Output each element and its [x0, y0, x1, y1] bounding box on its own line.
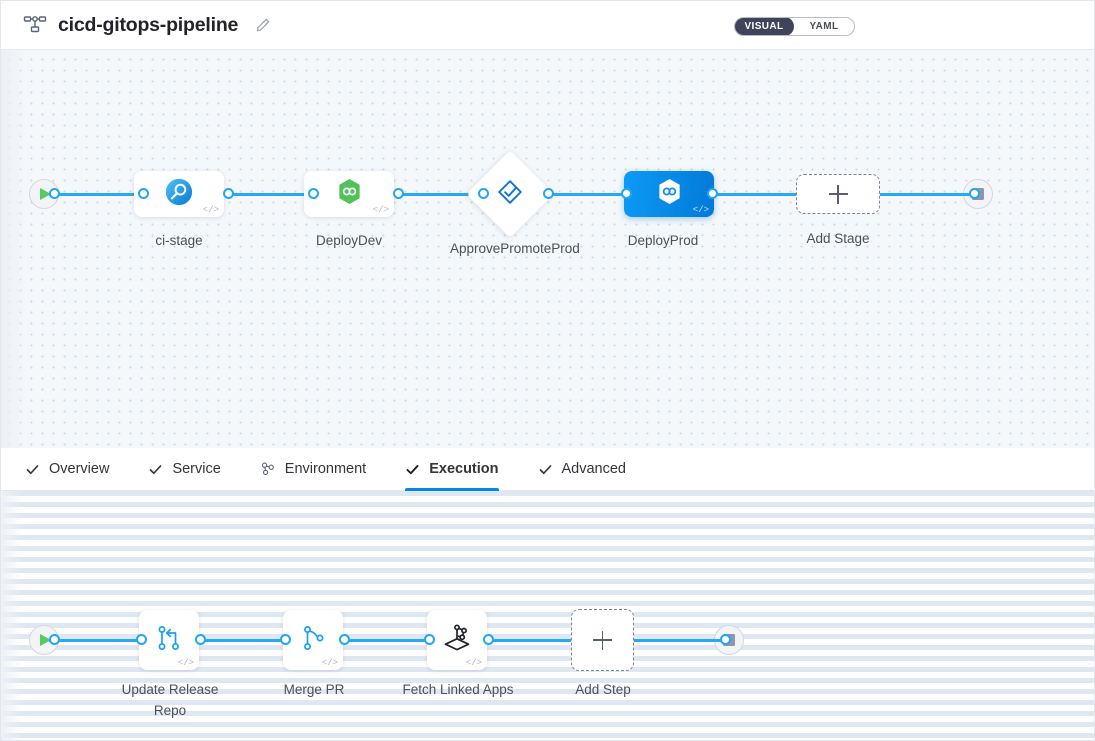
page-header: cicd-gitops-pipeline VISUAL YAML [1, 1, 1094, 50]
tab-label: Environment [284, 461, 367, 477]
fetch-linked-apps-icon [439, 620, 475, 661]
code-badge: </> [465, 658, 482, 668]
header-left-group: cicd-gitops-pipeline [1, 13, 271, 37]
check-icon [405, 462, 420, 477]
port-exec-start-out[interactable] [49, 634, 60, 645]
code-badge: </> [202, 205, 219, 215]
add-step-button[interactable] [571, 609, 634, 671]
port-fetch-linked-apps-in[interactable] [424, 634, 435, 645]
port-approve-out[interactable] [543, 188, 554, 199]
edge-deployprod-to-addstage [705, 193, 805, 196]
plus-icon [593, 630, 612, 650]
code-badge: </> [372, 205, 389, 215]
check-icon [25, 462, 40, 477]
edge-merge-pr-to-fetch-linked-apps [342, 639, 440, 642]
execution-steps-canvas[interactable]: </> Update Release Repo </> Merge PR [1, 491, 1094, 740]
pencil-edit-icon[interactable] [249, 17, 271, 33]
edge-ci-stage-to-deploydev [226, 193, 324, 196]
code-badge: </> [177, 658, 194, 668]
port-fetch-linked-apps-out[interactable] [483, 634, 494, 645]
add-stage-button[interactable] [796, 174, 880, 214]
play-icon [40, 188, 51, 200]
stage-graph-canvas[interactable]: </> ci-stage </> DeployDev [1, 50, 1094, 448]
port-end-in[interactable] [969, 188, 980, 199]
gitops-hexagon-icon [335, 177, 364, 211]
code-badge: </> [321, 658, 338, 668]
tab-label: Overview [49, 461, 110, 477]
tab-service[interactable]: Service [148, 448, 221, 491]
stage-label-approvepromoteprod: ApprovePromoteProd [450, 241, 580, 256]
edge-deploydev-to-approve [391, 193, 481, 196]
stage-label-ci-stage: ci-stage [155, 233, 203, 248]
step-label-merge-pr: Merge PR [283, 682, 345, 697]
harness-ci-icon [164, 177, 194, 212]
stage-config-tabs: Overview Service Environment [1, 448, 1094, 491]
gitops-hexagon-icon [655, 177, 684, 211]
port-deploydev-out[interactable] [393, 188, 404, 199]
port-ci-stage-out[interactable] [223, 188, 234, 199]
edge-start-to-ci-stage [49, 193, 147, 196]
add-step-label: Add Step [575, 682, 631, 697]
port-update-release-repo-out[interactable] [195, 634, 206, 645]
port-deployprod-out[interactable] [707, 188, 718, 199]
mode-option-yaml[interactable]: YAML [809, 21, 839, 32]
step-node-update-release-repo[interactable]: </> [139, 610, 199, 670]
edge-start-to-update-release-repo [49, 639, 147, 642]
stage-node-approvepromoteprod[interactable] [466, 150, 554, 238]
tab-advanced[interactable]: Advanced [538, 448, 627, 491]
code-badge: </> [692, 205, 709, 215]
edge-approve-to-deployprod [541, 193, 631, 196]
view-mode-toggle[interactable]: VISUAL YAML [734, 17, 855, 36]
update-release-repo-icon [152, 621, 186, 660]
mode-option-visual[interactable]: VISUAL [735, 18, 794, 35]
edge-addstep-to-end [630, 639, 726, 642]
check-icon [148, 462, 163, 477]
port-deploydev-in[interactable] [308, 188, 319, 199]
page-title: cicd-gitops-pipeline [58, 13, 239, 36]
stage-label-deploydev: DeployDev [315, 233, 383, 248]
stage-node-deploydev[interactable]: </> [304, 171, 394, 217]
stage-node-deployprod[interactable]: </> [624, 171, 714, 217]
stage-node-ci-stage[interactable]: </> [134, 171, 224, 217]
step-node-fetch-linked-apps[interactable]: </> [427, 610, 487, 670]
port-deployprod-in[interactable] [621, 188, 632, 199]
port-merge-pr-in[interactable] [280, 634, 291, 645]
pipeline-hierarchy-icon [23, 13, 47, 37]
port-approve-in[interactable] [478, 188, 489, 199]
port-exec-end-in[interactable] [720, 634, 731, 645]
approval-diamond-check-icon [495, 177, 525, 212]
tab-execution[interactable]: Execution [405, 448, 499, 491]
stage-label-deployprod: DeployProd [627, 233, 699, 248]
tab-label: Execution [429, 461, 499, 477]
check-icon [538, 462, 553, 477]
add-stage-label: Add Stage [806, 231, 870, 246]
port-update-release-repo-in[interactable] [136, 634, 147, 645]
port-ci-stage-in[interactable] [138, 188, 149, 199]
edge-update-release-repo-to-merge-pr [198, 639, 296, 642]
plus-icon [828, 184, 848, 204]
tab-environment[interactable]: Environment [260, 448, 366, 491]
step-label-fetch-linked-apps: Fetch Linked Apps [402, 682, 514, 697]
tab-overview[interactable]: Overview [25, 448, 109, 491]
step-node-merge-pr[interactable]: </> [283, 610, 343, 670]
merge-pr-icon [296, 621, 330, 660]
play-icon [40, 634, 51, 646]
edge-addstage-to-end [875, 193, 973, 196]
port-merge-pr-out[interactable] [339, 634, 350, 645]
port-start-out[interactable] [49, 188, 60, 199]
tab-label: Advanced [561, 461, 627, 477]
edge-fetch-linked-apps-to-addstep [486, 639, 576, 642]
step-label-update-release-repo: Update Release Repo [121, 682, 219, 718]
tab-label: Service [172, 461, 221, 477]
infrastructure-nodes-icon [260, 461, 276, 477]
approval-diamond-content [479, 163, 541, 225]
